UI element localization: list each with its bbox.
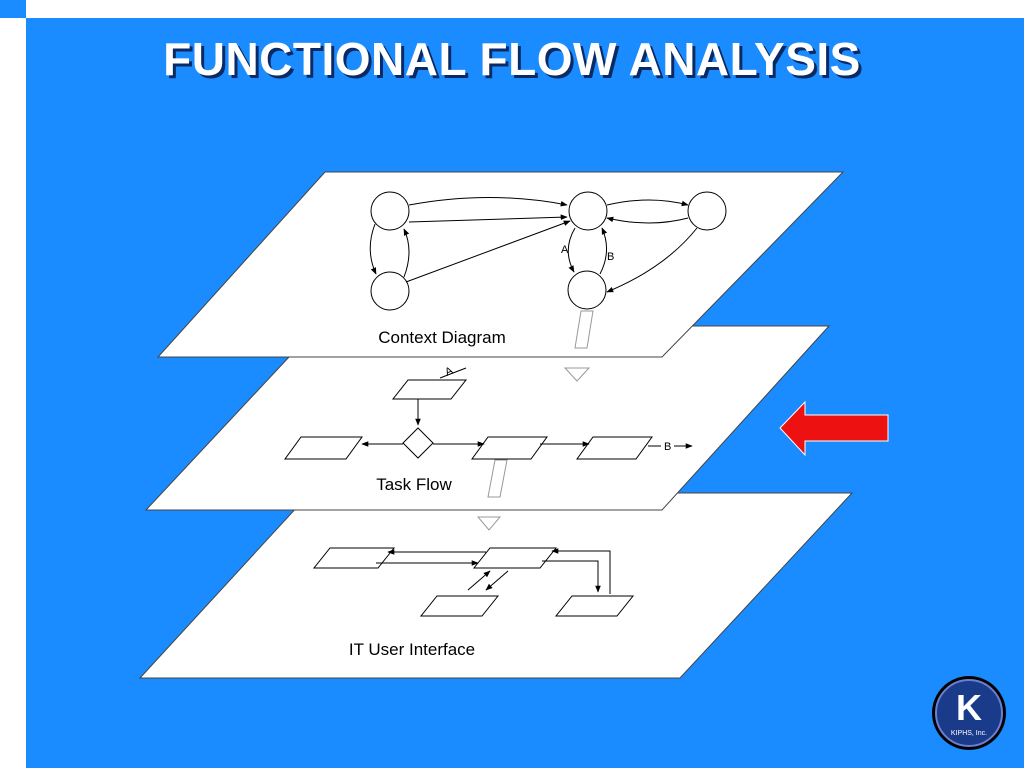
context-plane: [156, 171, 845, 358]
context-flow-6: [606, 199, 689, 207]
ui-screen-3: [419, 595, 500, 617]
context-flow-9: [599, 227, 608, 275]
context-flow-10: [606, 227, 698, 293]
context-flow-b-label: B: [607, 251, 614, 263]
ui-link-4: [485, 570, 509, 591]
context-flow-2: [403, 228, 410, 278]
context-node-3: [568, 191, 608, 231]
corner-accent: [0, 0, 26, 18]
context-node-4: [687, 191, 727, 231]
task-input-box: [391, 379, 468, 400]
context-flow-7: [606, 216, 689, 224]
task-output-b-label: B: [664, 441, 671, 453]
task-layer: A B Task Flow: [144, 325, 831, 511]
context-layer-label: Context Diagram: [378, 328, 506, 347]
left-arrow-icon: [779, 400, 889, 457]
task-step-mid: [471, 436, 548, 460]
context-node-2: [370, 271, 410, 311]
task-step-right: [576, 436, 653, 460]
layer-connector-context-to-task: [563, 310, 594, 382]
task-layer-label: Task Flow: [376, 475, 452, 494]
task-step-left: [284, 436, 363, 460]
ui-link-5: [551, 548, 611, 594]
layer-connector-task-to-ui: [476, 459, 508, 531]
context-flow-4: [408, 214, 568, 223]
context-flow-1: [369, 223, 377, 275]
context-flow-3: [408, 197, 568, 207]
slide-title: FUNCTIONAL FLOW ANALYSIS: [163, 33, 861, 85]
ui-link-6: [542, 560, 601, 593]
kiphs-logo-icon: K KIPHS, Inc.: [932, 676, 1006, 750]
task-input-a-line: [439, 367, 467, 379]
context-flow-8: [567, 227, 576, 273]
top-bar: [0, 0, 1024, 18]
task-decision: [402, 427, 434, 459]
context-flow-a-label: A: [561, 244, 569, 256]
ui-screen-4: [554, 595, 635, 617]
ui-link-3: [467, 570, 491, 591]
context-node-5: [567, 270, 607, 310]
context-layer: A B Context Diagram: [156, 171, 845, 358]
logo-letter: K: [956, 687, 982, 728]
ui-screen-1: [312, 547, 396, 569]
ui-layer-label: IT User Interface: [349, 640, 475, 659]
context-node-1: [370, 191, 410, 231]
context-flow-5: [405, 220, 571, 283]
logo-caption: KIPHS, Inc.: [951, 730, 987, 737]
ui-screen-2: [472, 547, 558, 569]
